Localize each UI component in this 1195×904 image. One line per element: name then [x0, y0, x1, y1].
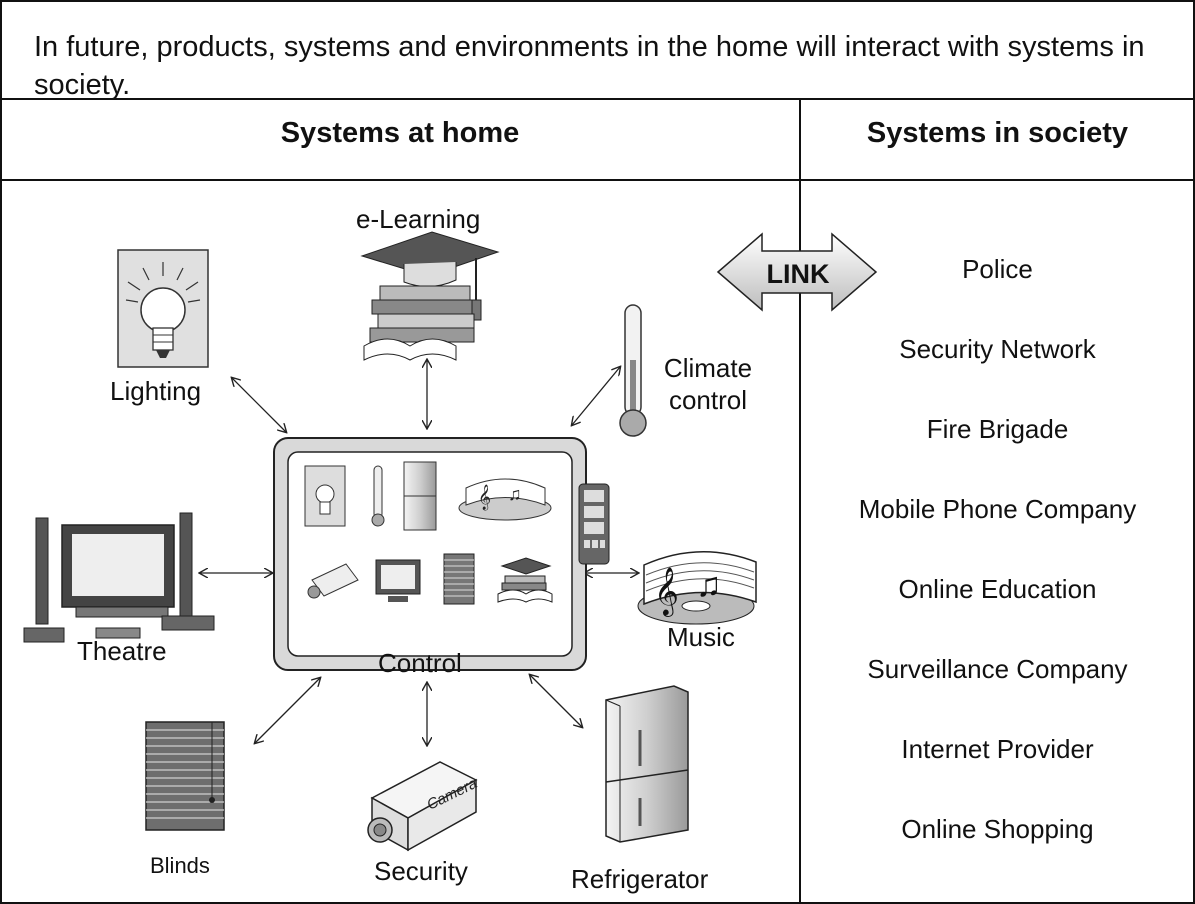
refrigerator-icon: [605, 685, 689, 843]
music-label: Music: [667, 622, 735, 652]
books-icon: [360, 231, 500, 361]
lighting-label: Lighting: [110, 376, 202, 406]
security-label: Security: [374, 856, 468, 886]
svg-text:♫: ♫: [508, 484, 522, 504]
arrow-lighting: [232, 378, 286, 432]
svg-text:♫: ♫: [696, 566, 722, 604]
blinds-icon: [145, 721, 225, 831]
theatre-label: Theatre: [77, 636, 167, 666]
remote-control-icon: [578, 483, 610, 565]
connection-arrows: [200, 360, 638, 745]
climate-control-label: Climate control: [663, 353, 753, 415]
refrigerator-label: Refrigerator: [571, 864, 709, 894]
society-item: Mobile Phone Company: [858, 494, 1137, 524]
society-systems-header: Systems in society: [866, 117, 1129, 149]
link-double-arrow: LINK: [716, 232, 878, 312]
mini-books-icon: [497, 557, 553, 603]
mini-thermometer-icon: [373, 465, 383, 519]
mini-fridge-icon: [403, 461, 437, 531]
home-systems-header: Systems at home: [280, 117, 520, 149]
society-item: Police: [962, 254, 1033, 284]
society-item: Fire Brigade: [926, 414, 1069, 444]
society-item: Surveillance Company: [867, 654, 1128, 684]
music-icon: 𝄞 ♫: [637, 550, 757, 625]
home-theatre-icon: [23, 512, 215, 643]
mini-music-icon: 𝄞 ♫: [458, 478, 552, 521]
society-item: Online Shopping: [901, 814, 1094, 844]
mini-bulb-icon: [304, 465, 346, 527]
svg-text:𝄞: 𝄞: [654, 567, 679, 617]
blinds-label: Blinds: [150, 853, 210, 878]
elearning-label: e-Learning: [356, 204, 481, 234]
society-item: Internet Provider: [901, 734, 1094, 764]
light-bulb-icon: [117, 249, 209, 368]
society-item: Security Network: [899, 334, 1096, 364]
arrow-refrigerator: [530, 675, 582, 727]
security-camera-icon: Camera: [367, 761, 480, 852]
mini-tv-icon: [375, 559, 421, 602]
intro-text: In future, products, systems and environ…: [34, 31, 1145, 101]
arrow-blinds: [255, 678, 320, 743]
arrow-climate: [572, 367, 620, 425]
mini-camera-icon: [307, 563, 359, 599]
svg-text:𝄞: 𝄞: [478, 484, 491, 510]
mini-blinds-icon: [443, 553, 475, 605]
thermometer-icon: [619, 304, 647, 437]
link-label: LINK: [767, 259, 830, 289]
society-item: Online Education: [898, 574, 1097, 604]
control-panel: 𝄞 ♫: [273, 437, 587, 671]
control-label: Control: [378, 648, 462, 678]
